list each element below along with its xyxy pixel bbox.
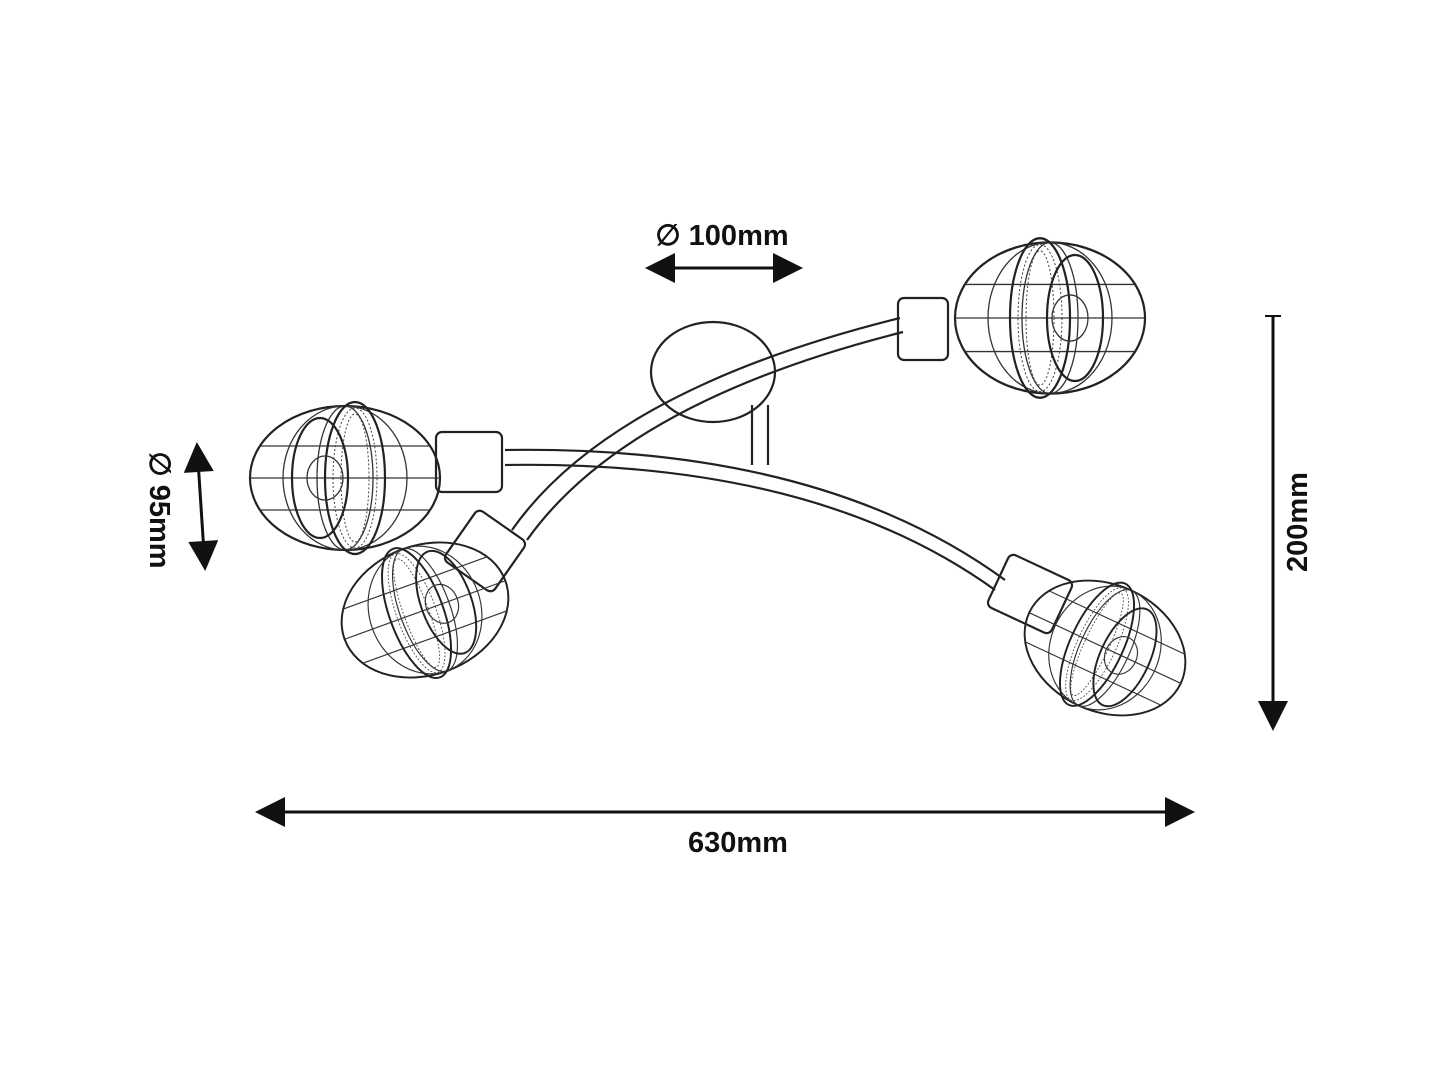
lamp-shade-bottom-left: [320, 515, 530, 705]
dimension-height: 200mm: [1258, 315, 1314, 731]
dimension-shade-diameter-left: ∅ 95mm: [143, 442, 219, 571]
dimension-label-630mm: 630mm: [688, 827, 788, 859]
lamp-shade-top-right: [953, 237, 1147, 399]
ceiling-base: [649, 320, 777, 465]
dimension-label-200mm: 200mm: [1282, 472, 1314, 572]
dimension-label-100mm: ∅ 100mm: [655, 220, 788, 252]
dimension-shade-diameter-top: ∅ 100mm: [645, 220, 803, 283]
lamp-arms: [504, 316, 1006, 591]
lamp-sockets: [434, 296, 1074, 635]
lamp-shade-left: [248, 400, 442, 556]
dimension-width: 630mm: [255, 797, 1195, 859]
dimension-label-95mm: ∅ 95mm: [143, 451, 175, 568]
lamp-shade-bottom-right: [999, 551, 1210, 745]
